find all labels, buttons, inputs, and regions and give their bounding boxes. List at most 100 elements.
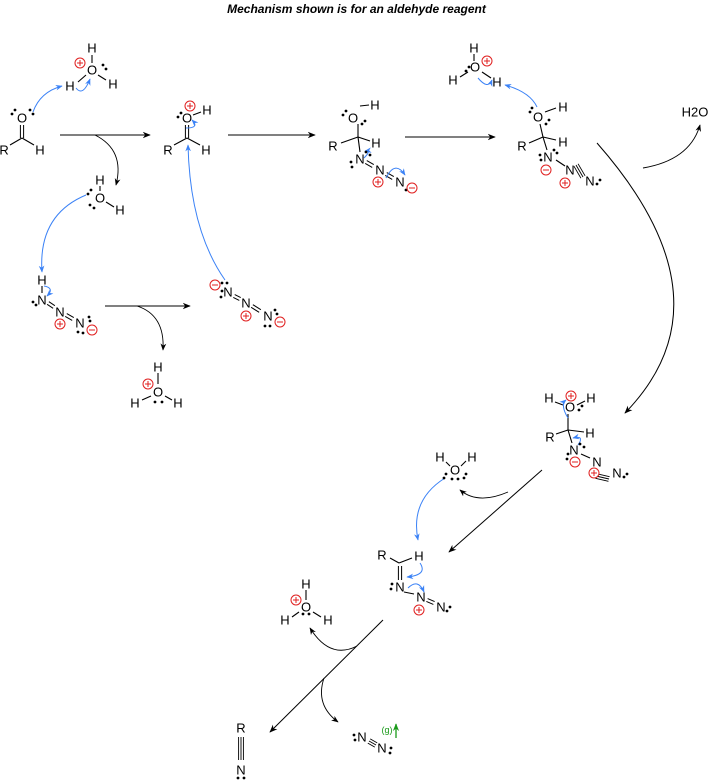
lone-pair-dot — [566, 452, 570, 456]
double-bond — [250, 306, 260, 313]
electron-arrow — [43, 285, 54, 297]
electron-arrow — [75, 78, 91, 92]
atom-N: N — [592, 455, 601, 470]
lone-pair-dot — [263, 324, 267, 328]
double-bond — [426, 601, 434, 605]
atom-H: H — [130, 396, 139, 411]
bond — [528, 136, 544, 144]
atom-H: H — [586, 391, 595, 406]
bond — [192, 111, 202, 116]
water-byproduct-label: H2O — [682, 105, 709, 120]
lone-pair-dot — [363, 119, 367, 123]
lone-pair-dot — [622, 475, 626, 479]
triple-bond — [369, 738, 378, 744]
lone-pair-dot — [445, 609, 449, 613]
atom-N: N — [569, 443, 578, 458]
double-bond — [427, 598, 435, 602]
atom-N: N — [395, 580, 404, 595]
atom-O: O — [533, 110, 543, 125]
bond — [97, 74, 107, 81]
bond — [567, 429, 585, 433]
triple-bond — [595, 477, 609, 482]
atom-H: H — [558, 100, 567, 115]
reaction-arrow — [448, 469, 543, 553]
lone-pair-dot — [104, 67, 108, 71]
lone-pair-dot — [544, 122, 548, 126]
lone-pair-dot — [444, 472, 448, 476]
atom-H: H — [371, 136, 380, 151]
bond — [186, 137, 201, 146]
atom-N: N — [377, 741, 386, 756]
double-bond — [386, 172, 395, 178]
atom-H: H — [201, 143, 210, 158]
atom-N: N — [375, 163, 384, 178]
lone-pair-dot — [442, 476, 446, 480]
lone-pair-dot — [275, 312, 279, 316]
lone-pair-dot — [219, 295, 223, 299]
atom-N: N — [416, 590, 425, 605]
atom-H: H — [87, 41, 96, 56]
bond — [359, 104, 370, 107]
bond — [77, 74, 87, 83]
atom-N: N — [55, 305, 64, 320]
lone-pair-dot — [456, 477, 460, 481]
lone-pair-dot — [448, 605, 452, 609]
atom-N: N — [236, 763, 245, 778]
lone-pair-dot — [89, 188, 93, 192]
lone-pair-dot — [225, 281, 229, 285]
atom-H: H — [435, 450, 444, 465]
bond — [544, 107, 557, 113]
bond — [9, 137, 23, 146]
electron-arrow — [477, 77, 493, 87]
atom-R: R — [517, 139, 526, 154]
atom-N: N — [612, 466, 621, 481]
bond — [567, 429, 573, 444]
bond — [291, 611, 300, 618]
atom-N: N — [37, 293, 46, 308]
atom-H: H — [558, 135, 567, 150]
bond — [445, 461, 451, 467]
lone-pair-dot — [467, 65, 471, 69]
side-product-arrow — [459, 489, 509, 499]
lone-pair-dot — [577, 408, 581, 412]
lone-pair-dot — [31, 112, 35, 116]
lone-pair-dot — [539, 158, 543, 162]
lone-pair-dot — [464, 69, 468, 73]
atom-H: H — [153, 360, 162, 375]
bond — [340, 136, 359, 144]
bond — [555, 429, 569, 435]
lone-pair-dot — [555, 151, 559, 155]
atom-O: O — [87, 63, 97, 78]
bond — [398, 557, 413, 564]
double-bond — [66, 313, 75, 319]
bond — [459, 71, 469, 78]
bond — [554, 401, 564, 406]
atom-N: N — [241, 296, 250, 311]
lone-pair-dot — [450, 477, 454, 481]
atom-O: O — [301, 600, 311, 615]
atom-N: N — [355, 152, 364, 167]
lone-pair-dot — [92, 206, 96, 210]
double-bond — [366, 160, 375, 166]
lone-pair-dot — [307, 612, 311, 616]
triple-bond — [573, 165, 582, 179]
atom-O: O — [450, 463, 460, 478]
lone-pair-dot — [176, 115, 180, 119]
atom-H: H — [492, 75, 501, 90]
lone-pair-dot — [389, 746, 393, 750]
lone-pair-dot — [350, 165, 354, 169]
atom-H: H — [202, 103, 211, 118]
atom-O: O — [153, 385, 163, 400]
lone-pair-dot — [364, 150, 368, 154]
atom-O: O — [17, 111, 27, 126]
atom-R: R — [545, 430, 554, 445]
atom-N: N — [357, 730, 366, 745]
bond — [542, 136, 557, 141]
atom-N: N — [223, 285, 232, 300]
atom-N: N — [585, 174, 594, 189]
double-bond — [48, 301, 56, 307]
lone-pair-dot — [10, 112, 14, 116]
atom-H: H — [370, 98, 379, 113]
atom-O: O — [565, 400, 575, 415]
lone-pair-dot — [179, 111, 183, 115]
